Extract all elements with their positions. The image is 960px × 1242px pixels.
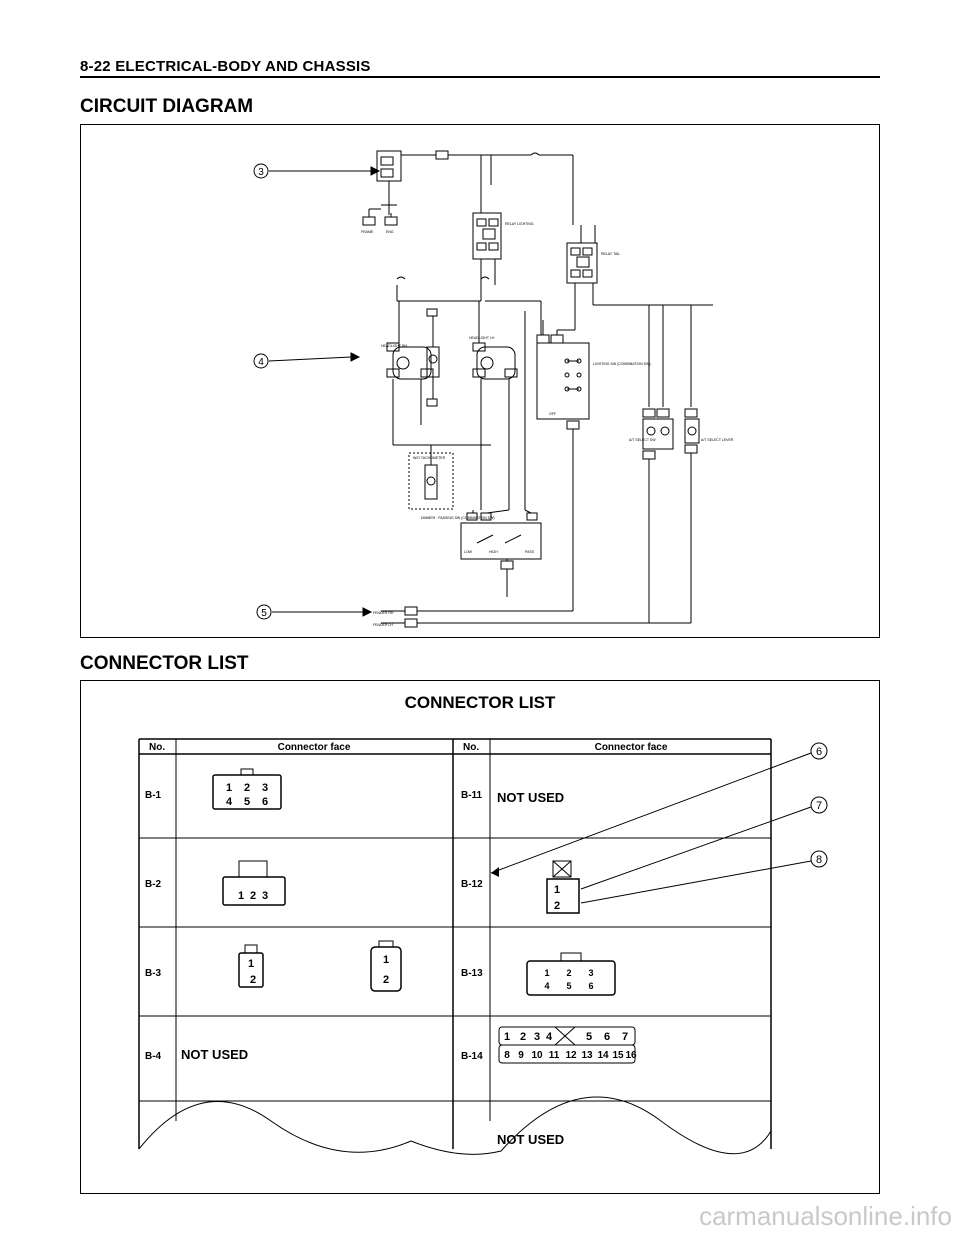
high-label: HIGH	[489, 550, 498, 554]
b4-not-used: NOT USED	[181, 1047, 248, 1062]
col-face-left: Connector face	[278, 742, 351, 753]
eng-label: ENG	[386, 230, 394, 234]
b1-pin: 2	[244, 782, 250, 794]
b1-pin: 3	[262, 782, 268, 794]
callout-3: 3	[258, 167, 264, 178]
watermark: carmanualsonline.info	[699, 1201, 952, 1231]
meter-label: W/O TACHOMETER	[413, 456, 446, 460]
b14-pin: 1	[504, 1031, 510, 1043]
dimmer-sw-label: DIMMER · PASSING SW (COMBINATION SW)	[421, 516, 495, 520]
relay-tail-label: RELAY TAIL	[601, 252, 620, 256]
row-b11: B-11	[461, 790, 483, 801]
b13-pin: 4	[544, 981, 549, 991]
b14-pin: 5	[586, 1031, 592, 1043]
b2-pin: 1	[238, 890, 244, 902]
circuit-diagram-title: CIRCUIT DIAGRAM	[80, 96, 254, 117]
callout-5-circle	[256, 604, 272, 620]
b11-not-used: NOT USED	[497, 790, 564, 805]
row-b2: B-2	[145, 879, 162, 890]
col-no-left: No.	[149, 742, 165, 753]
lighting-sw-label: LIGHTING SW (COMBINATION SW)	[593, 362, 651, 366]
connector-list-panel: CONNECTOR LIST	[80, 680, 880, 1194]
col-face-right: Connector face	[595, 742, 668, 753]
b12-pin: 2	[554, 900, 560, 912]
b14-pin: 16	[625, 1050, 637, 1061]
row-b4: B-4	[145, 1051, 162, 1062]
b14-pin: 7	[622, 1031, 628, 1043]
row-b1: B-1	[145, 790, 162, 801]
b1-pin: 1	[226, 782, 232, 794]
b13-pin: 2	[566, 968, 571, 978]
b3a-pin: 2	[250, 974, 256, 986]
b2-pin: 3	[262, 890, 268, 902]
b13-pin: 3	[588, 968, 593, 978]
row-b13: B-13	[461, 968, 483, 979]
b2-pin: 2	[250, 890, 256, 902]
b3b-pin: 2	[383, 974, 389, 986]
page-header: 8-22 ELECTRICAL-BODY AND CHASSIS	[80, 58, 371, 75]
b14-pin: 14	[597, 1050, 609, 1061]
callout-4: 4	[258, 357, 264, 368]
at-select-sw-label: A/T SELECT SW	[629, 438, 656, 442]
headlight-rh-label: HEADLIGHT RH	[381, 344, 407, 348]
b1-pin: 6	[262, 796, 268, 808]
circuit-diagram-panel: FRAME ENG RELAY LIGHTING RELAY TAIL LIGH…	[80, 124, 880, 638]
callout-6: 6	[816, 746, 822, 758]
callout-3-circle	[253, 163, 269, 179]
b14-pin: 11	[549, 1050, 560, 1061]
relay-lighting-label: RELAY LIGHTING	[505, 222, 534, 226]
b14-pin: 10	[531, 1050, 543, 1061]
pass-label: PASS	[525, 550, 535, 554]
b12-pin: 1	[554, 884, 560, 896]
frame-label: FRAME	[361, 230, 374, 234]
header-rule	[80, 76, 880, 78]
b14-pin: 2	[520, 1031, 526, 1043]
b3a-pin: 1	[248, 958, 254, 970]
headlight-lh-label: HEADLIGHT LH	[469, 336, 495, 340]
b14-pin: 9	[518, 1050, 524, 1061]
b14-pin: 4	[546, 1031, 553, 1043]
connector-list-heading: CONNECTOR LIST	[405, 693, 556, 712]
col-no-right: No.	[463, 742, 479, 753]
b14-pin: 8	[504, 1050, 510, 1061]
b3b-pin: 1	[383, 954, 389, 966]
b13-pin: 1	[544, 968, 549, 978]
b1-pin: 4	[226, 796, 233, 808]
row-b14: B-14	[461, 1051, 483, 1062]
b13-pin: 5	[566, 981, 571, 991]
fender-lh-label: FENDER LH	[373, 623, 393, 627]
circuit-diagram: FRAME ENG RELAY LIGHTING RELAY TAIL LIGH…	[253, 150, 734, 628]
callout-7: 7	[816, 800, 822, 812]
connector-list-title: CONNECTOR LIST	[80, 653, 249, 674]
b15-not-used: NOT USED	[497, 1132, 564, 1147]
callout-4-circle	[253, 353, 269, 369]
row-b3: B-3	[145, 968, 162, 979]
b14-pin: 12	[565, 1050, 577, 1061]
b1-pin: 5	[244, 796, 250, 808]
b14-pin: 6	[604, 1031, 610, 1043]
off-label: OFF	[549, 412, 556, 416]
b14-pin: 13	[581, 1050, 593, 1061]
at-select-lever-label: A/T SELECT LEVER	[701, 438, 734, 442]
row-b12: B-12	[461, 879, 483, 890]
b14-pin: 15	[612, 1050, 624, 1061]
b14-pin: 3	[534, 1031, 540, 1043]
connector-list-figure: CONNECTOR LIST	[138, 693, 828, 1155]
callout-5: 5	[261, 608, 267, 619]
low-label: LOW	[464, 550, 473, 554]
b13-pin: 6	[588, 981, 593, 991]
callout-8: 8	[816, 854, 822, 866]
fender-rh-label: FENDER RH	[373, 611, 394, 615]
